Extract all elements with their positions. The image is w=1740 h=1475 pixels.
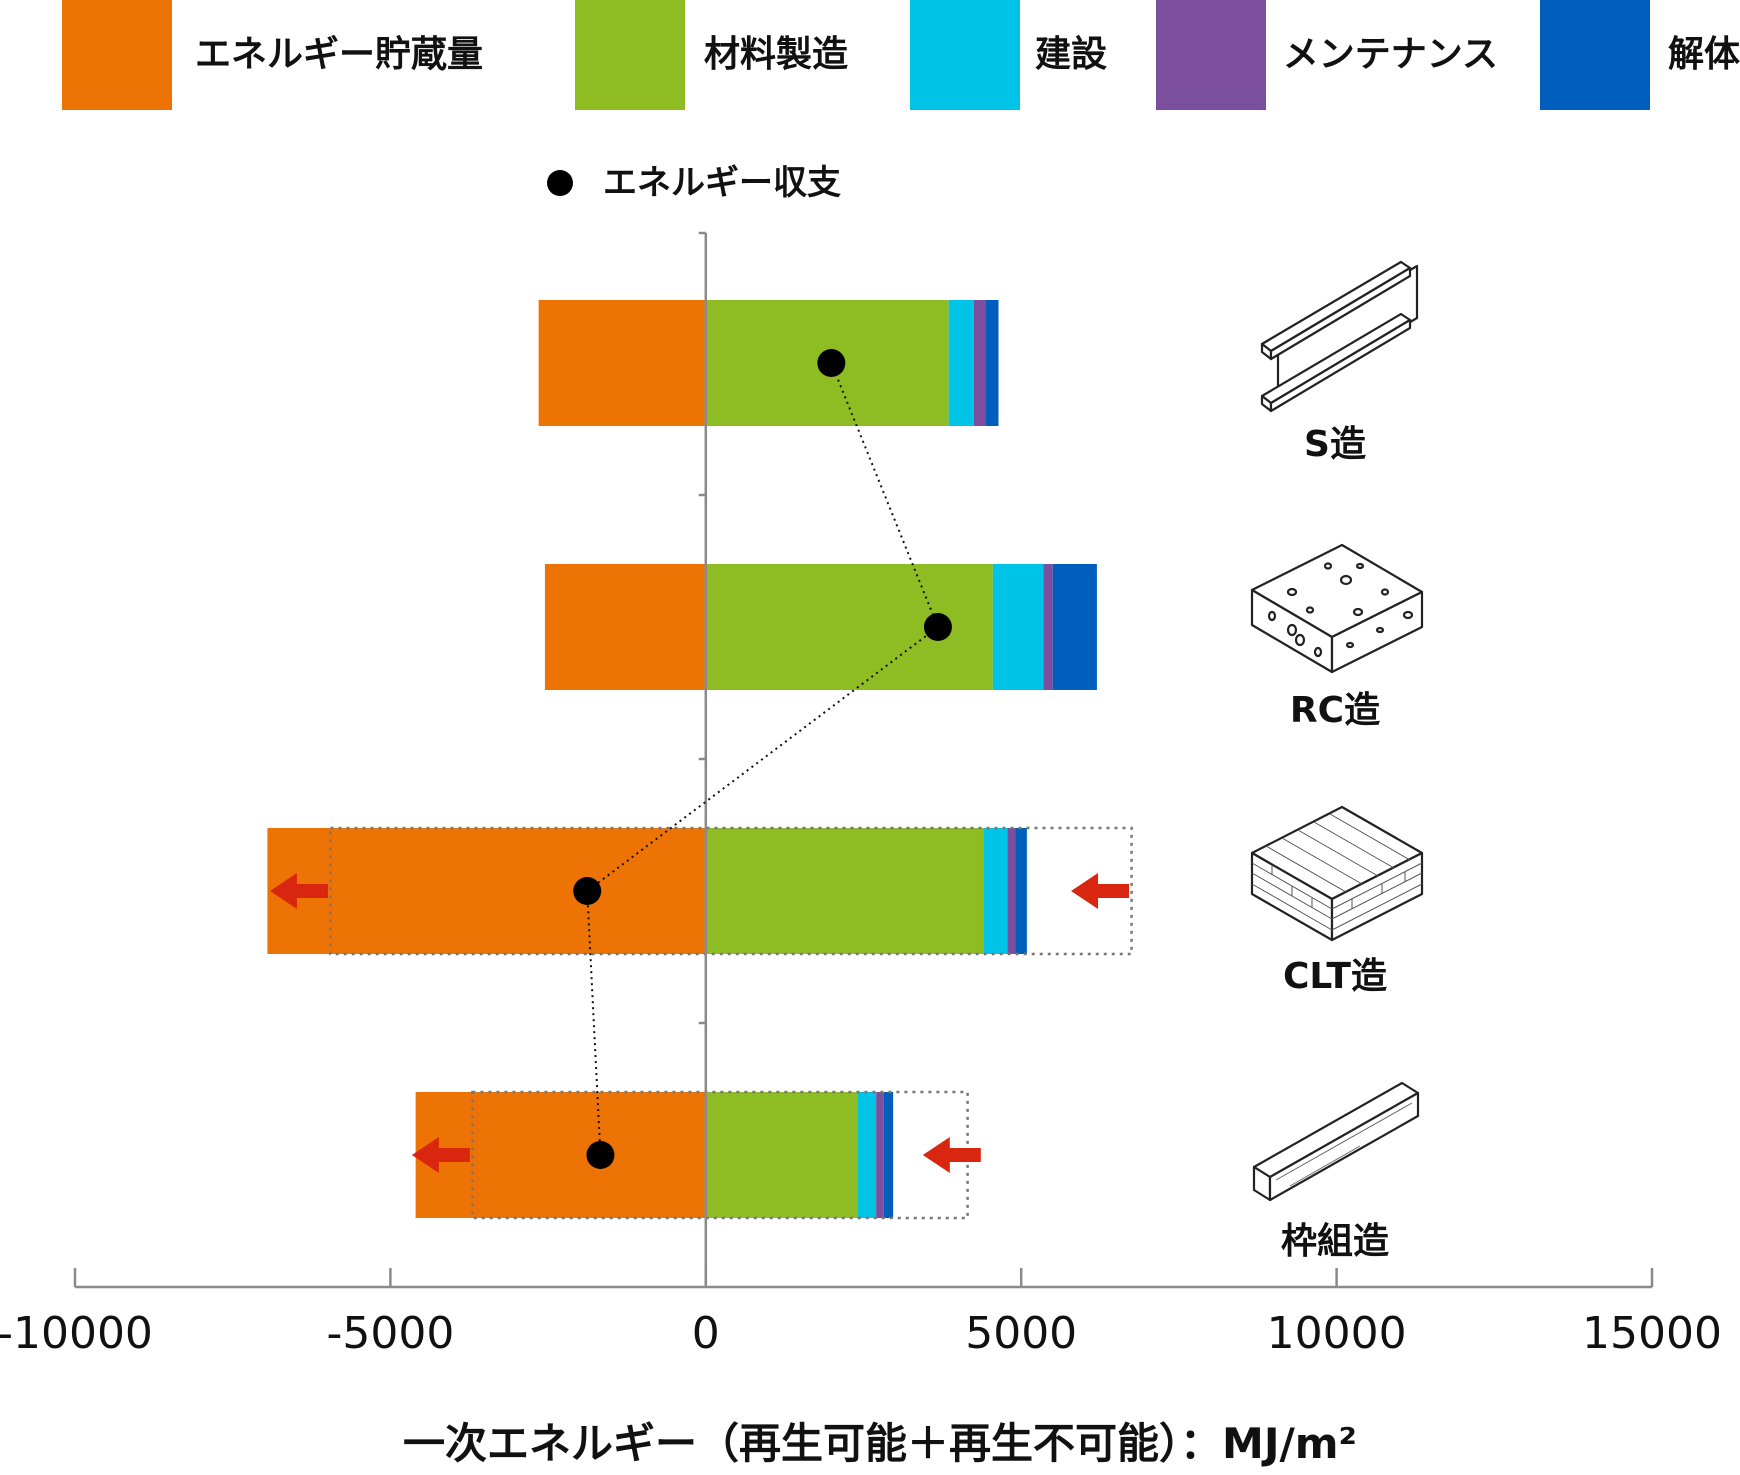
x-tick-label: 0 xyxy=(692,1308,720,1359)
category-label: 枠組造 xyxy=(1281,1221,1389,1262)
x-tick-label: 15000 xyxy=(1582,1308,1722,1359)
bars-layer xyxy=(267,300,1097,1218)
balance-line xyxy=(586,362,940,1156)
balance-legend: エネルギー収支 xyxy=(547,163,841,203)
balance-dot xyxy=(817,349,846,377)
legend-item-3: 建設 xyxy=(910,0,1107,110)
bar-segment xyxy=(1015,828,1027,954)
x-axis-title: 一次エネルギー（再生可能＋再生不可能）：MJ/m² xyxy=(403,1419,1357,1468)
bar-segment xyxy=(985,300,999,426)
bar-segment xyxy=(544,564,706,690)
bar-segment xyxy=(883,1092,894,1218)
balance-dot xyxy=(923,613,952,641)
legend-item-1: エネルギー貯蔵量 xyxy=(62,0,483,110)
lumber-icon xyxy=(1252,1081,1420,1202)
shift-arrow-icon xyxy=(922,1137,981,1173)
legend-label: 材料製造 xyxy=(704,34,848,75)
legend-label: メンテナンス xyxy=(1283,34,1498,75)
legend-item-5: 解体 xyxy=(1540,0,1740,110)
legend-swatch xyxy=(575,0,685,110)
bar-segment xyxy=(705,1092,858,1218)
clt-panel-icon xyxy=(1250,805,1424,942)
balance-legend-dot xyxy=(547,170,573,196)
legend-label: 解体 xyxy=(1668,34,1740,75)
concrete-slab-icon xyxy=(1250,543,1424,674)
bar-segment xyxy=(948,300,974,426)
x-tick-label: -10000 xyxy=(0,1308,153,1359)
legend-swatch xyxy=(62,0,172,110)
category-label: RC造 xyxy=(1290,690,1380,731)
category-label: S造 xyxy=(1304,424,1366,465)
x-tick-label: -5000 xyxy=(326,1308,454,1359)
bar-segment xyxy=(876,1092,884,1218)
legend-swatch xyxy=(1540,0,1650,110)
x-tick-label: 10000 xyxy=(1267,1308,1407,1359)
shift-arrow-icon xyxy=(411,1137,470,1173)
bar-segment xyxy=(983,828,1008,954)
bar-segment xyxy=(973,300,986,426)
bar-segment xyxy=(1052,564,1097,690)
balance-line-layer xyxy=(573,349,952,1169)
h-beam-icon xyxy=(1260,260,1419,413)
zero-axis xyxy=(698,231,708,1287)
bar-segment xyxy=(1007,828,1016,954)
bar-segment xyxy=(267,828,706,954)
arrows-layer xyxy=(269,873,1130,1173)
dotted-outline-layer xyxy=(329,826,1133,1220)
x-tick-label: 5000 xyxy=(965,1308,1077,1359)
bar-segment xyxy=(857,1092,877,1218)
legend-item-2: 材料製造 xyxy=(575,0,848,110)
bar-segment xyxy=(538,300,706,426)
category-label: CLT造 xyxy=(1283,956,1387,997)
x-axis: -10000 -5000 0 5000 10000 15000 xyxy=(0,1268,1722,1359)
bar-segment xyxy=(1043,564,1053,690)
legend: エネルギー貯蔵量 材料製造 建設 メンテナンス 解体 xyxy=(62,0,1740,110)
balance-legend-label: エネルギー収支 xyxy=(603,163,841,203)
balance-dot xyxy=(586,1141,615,1169)
dotted-outline xyxy=(329,826,1133,956)
shift-arrow-icon xyxy=(269,873,328,909)
legend-swatch xyxy=(1156,0,1266,110)
category-icons xyxy=(1250,260,1424,1202)
legend-label: エネルギー貯蔵量 xyxy=(195,34,483,75)
legend-label: 建設 xyxy=(1035,34,1107,75)
bar-segment xyxy=(992,564,1044,690)
balance-dot xyxy=(573,877,602,905)
legend-item-4: メンテナンス xyxy=(1156,0,1498,110)
bar-segment xyxy=(705,828,984,954)
shift-arrow-icon xyxy=(1071,873,1130,909)
legend-swatch xyxy=(910,0,1020,110)
